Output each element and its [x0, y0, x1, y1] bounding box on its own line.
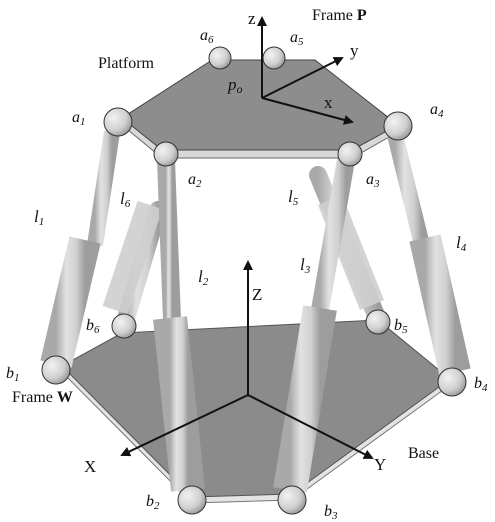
leg-l1-label: l1: [34, 207, 44, 228]
joint-a4: [383, 111, 413, 141]
joint-a4-label: a4: [430, 101, 444, 120]
frame-w-label: Frame W: [12, 389, 73, 406]
joint-b3-label: b3: [324, 503, 338, 522]
joint-a1-label: a1: [72, 109, 86, 128]
leg-l1: [40, 130, 120, 368]
joint-b4-label: b4: [474, 375, 488, 394]
leg-l6: [102, 200, 167, 331]
frame-p-label: Frame P: [312, 7, 367, 24]
axis-z-p-label: z: [248, 9, 256, 28]
joint-a5: [262, 46, 286, 70]
base-label: Base: [408, 445, 439, 462]
leg-l5-label: l5: [288, 187, 299, 208]
platform-label: Platform: [98, 55, 155, 72]
joint-b1-label: b1: [6, 365, 20, 384]
joint-b4: [437, 367, 467, 397]
axis-Z-w-label: Z: [252, 285, 262, 304]
leg-l3-label: l3: [300, 255, 311, 276]
leg-l6-label: l6: [120, 189, 131, 210]
leg-l4: [387, 133, 471, 376]
joint-a1: [103, 107, 133, 137]
axis-y-p-label: y: [350, 41, 359, 60]
joint-a3: [337, 141, 363, 167]
joint-a6-label: a6: [200, 27, 214, 46]
joint-b1: [41, 355, 71, 385]
joint-a6: [208, 46, 232, 70]
joint-b2: [177, 485, 207, 515]
joint-a2-label: a2: [188, 171, 202, 190]
joint-b2-label: b2: [146, 493, 160, 512]
leg-l4-label: l4: [456, 233, 467, 254]
joint-a5-label: a5: [290, 29, 304, 48]
joint-b6-label: b6: [86, 317, 100, 336]
axis-X-w-label: X: [84, 457, 96, 476]
leg-l2: [153, 159, 205, 492]
origin-label: po: [227, 75, 243, 96]
leg-l2-label: l2: [198, 267, 209, 288]
joint-b5: [365, 309, 391, 335]
frame-w-axes: [120, 260, 374, 459]
top-platform: [121, 59, 399, 159]
joint-a3-label: a3: [366, 171, 380, 190]
joint-b5-label: b5: [394, 317, 408, 336]
joint-a2: [153, 141, 179, 167]
axis-Y-w-label: Y: [374, 455, 386, 474]
axis-x-p-label: x: [324, 93, 333, 112]
frame-p-axes: [257, 16, 354, 125]
base-plate: [61, 319, 451, 504]
joint-b6: [111, 313, 137, 339]
leg-l3: [273, 158, 355, 493]
joint-b3: [277, 485, 307, 515]
